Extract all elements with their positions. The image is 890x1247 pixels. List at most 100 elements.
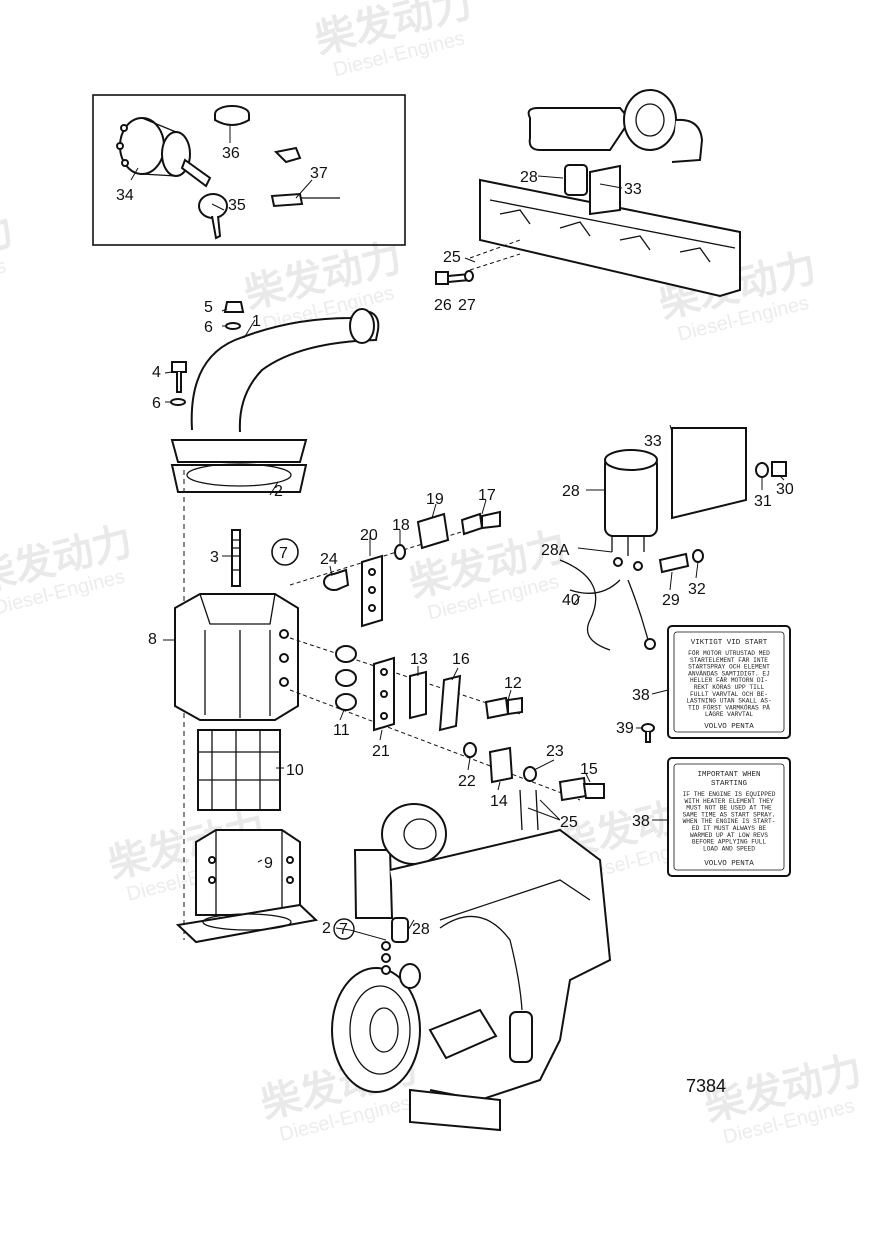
plate-swedish: VIKTIGT VID START FÖR MOTOR UTRUSTAD MED… — [667, 625, 791, 739]
callout-14: 14 — [490, 793, 508, 810]
upper-terminal-parts — [289, 510, 501, 628]
engine-block — [331, 803, 612, 1132]
callout-4: 4 — [152, 364, 161, 381]
callout-40: 40 — [562, 592, 580, 609]
callout-38: 38 — [632, 687, 650, 704]
ignition-switch-inset — [92, 94, 406, 246]
callout-38: 38 — [632, 813, 650, 830]
callout-13: 13 — [410, 651, 428, 668]
callout-28: 28 — [412, 921, 430, 938]
fasteners-left — [170, 301, 245, 406]
leader-dashed — [469, 239, 521, 271]
plate-text-line: HELLER FÅR MOTORN DI- — [690, 677, 768, 684]
plate-text-line: WARMED UP AT LOW REVS — [690, 832, 768, 839]
plate-swedish-title: VIKTIGT VID START — [691, 639, 768, 647]
plate-text-line: STARTSPRAY OCH ELEMENT — [688, 664, 770, 671]
plate-text-line: IF THE ENGINE IS EQUIPPED — [683, 791, 776, 798]
callout-36: 36 — [222, 145, 240, 162]
callout-6: 6 — [204, 319, 213, 336]
plate-text-line: REKT KÖRAS UPP TILL — [694, 684, 765, 691]
callout-19: 19 — [426, 491, 444, 508]
callout-33: 33 — [624, 181, 642, 198]
plate-english-brand: VOLVO PENTA — [704, 860, 754, 868]
plate-text-line: LÅGRE VARVTAL — [705, 711, 754, 718]
plate-english-title-2: STARTING — [711, 780, 748, 788]
callout-5: 5 — [204, 299, 213, 316]
plate-text-line: WITH HEATER ELEMENT THEY — [684, 798, 773, 805]
relay-28 — [564, 164, 588, 196]
plate-text-line: ANVÄNDAS SAMTIDIGT. EJ — [688, 670, 770, 677]
callout-25: 25 — [443, 249, 461, 266]
lower-terminal-parts — [289, 637, 605, 831]
callout-15: 15 — [580, 761, 598, 778]
inset-frame — [92, 94, 406, 246]
callout-25: 25 — [560, 814, 578, 831]
heater-element — [197, 729, 281, 811]
callout-33: 33 — [644, 433, 662, 450]
intake-pipe — [170, 308, 380, 493]
watermark-tile: 柴发动力 Diesel-Engines — [700, 1047, 866, 1148]
callout-29: 29 — [662, 592, 680, 609]
callout-28: 28 — [562, 483, 580, 500]
callout-22: 22 — [458, 773, 476, 790]
manifold-assembly — [479, 89, 741, 298]
callout-circle-7 — [333, 918, 355, 940]
callout-39: 39 — [616, 720, 634, 737]
callout-6: 6 — [152, 395, 161, 412]
plate-text-line: LOAD AND SPEED — [703, 845, 755, 852]
plate-text-line: MUST NOT BE USED AT THE — [686, 805, 772, 812]
plate-text-line: ED IT MUST ALWAYS BE — [692, 825, 767, 832]
watermark-cn: 柴发动力 — [0, 208, 18, 291]
callout-12: 12 — [504, 675, 522, 692]
screw-39 — [641, 723, 655, 743]
plate-text-line: TID FÖRST VARMKÖRAS PÅ — [688, 704, 770, 711]
callout-32: 32 — [688, 581, 706, 598]
stud — [231, 529, 241, 587]
callout-34: 34 — [116, 187, 134, 204]
callout-27: 27 — [458, 297, 476, 314]
plate-english-title-1: IMPORTANT WHEN — [697, 771, 760, 779]
relay-bracket — [671, 427, 747, 520]
figure-number: 7384 — [686, 1076, 726, 1096]
leader-lines — [130, 126, 785, 941]
callout-7: 7 — [339, 921, 348, 938]
callout-1: 1 — [252, 313, 261, 330]
plate-text-line: LASTNING UTAN SKALL AS- — [686, 698, 771, 705]
callout-24: 24 — [320, 551, 338, 568]
callout-2: 2 — [322, 920, 331, 937]
plate-english: IMPORTANT WHEN STARTING IF THE ENGINE IS… — [667, 757, 791, 877]
key-tag — [270, 146, 340, 208]
watermark-tile: 柴发动力 Diesel-Engines — [0, 518, 137, 619]
callout-circle-7 — [271, 538, 299, 566]
plate-text-line: SAME TIME AS START SPRAY. — [683, 811, 776, 818]
callout-16: 16 — [452, 651, 470, 668]
callout-20: 20 — [360, 527, 378, 544]
callout-2: 2 — [274, 483, 283, 500]
watermark-en: Diesel-Engines — [0, 255, 8, 309]
plate-text-line: BEFORE APPLYING FULL — [692, 839, 767, 846]
callout-10: 10 — [286, 762, 304, 779]
plate-swedish-brand: VOLVO PENTA — [704, 723, 754, 731]
callout-28A: 28A — [541, 542, 570, 559]
callout-labels: 34 35 36 37 28 33 25 26 27 5 6 1 4 6 2 3… — [116, 145, 794, 938]
ignition-key — [180, 158, 228, 240]
element-sleeve — [175, 829, 319, 944]
callout-26: 26 — [434, 297, 452, 314]
start-relay — [559, 427, 787, 651]
plate-text-line: STARTELEMENT FÅR INTE — [690, 657, 768, 664]
plate-text-line: FÖR MOTOR UTRUSTAD MED — [688, 650, 770, 657]
callout-21: 21 — [372, 743, 390, 760]
callout-23: 23 — [546, 743, 564, 760]
watermark-tile: 柴发动力 Diesel-Engines — [311, 0, 477, 81]
callout-30: 30 — [776, 481, 794, 498]
callout-37: 37 — [310, 165, 328, 182]
callout-35: 35 — [228, 197, 246, 214]
heater-housing — [174, 593, 299, 721]
plate-text-line: WHEN THE ENGINE IS START- — [683, 818, 776, 825]
watermark-tile: 柴发动力 Diesel-Engines — [0, 208, 18, 309]
plate-text-line: FULLT VARVTAL OCH BE- — [690, 691, 768, 698]
callout-28: 28 — [520, 169, 538, 186]
